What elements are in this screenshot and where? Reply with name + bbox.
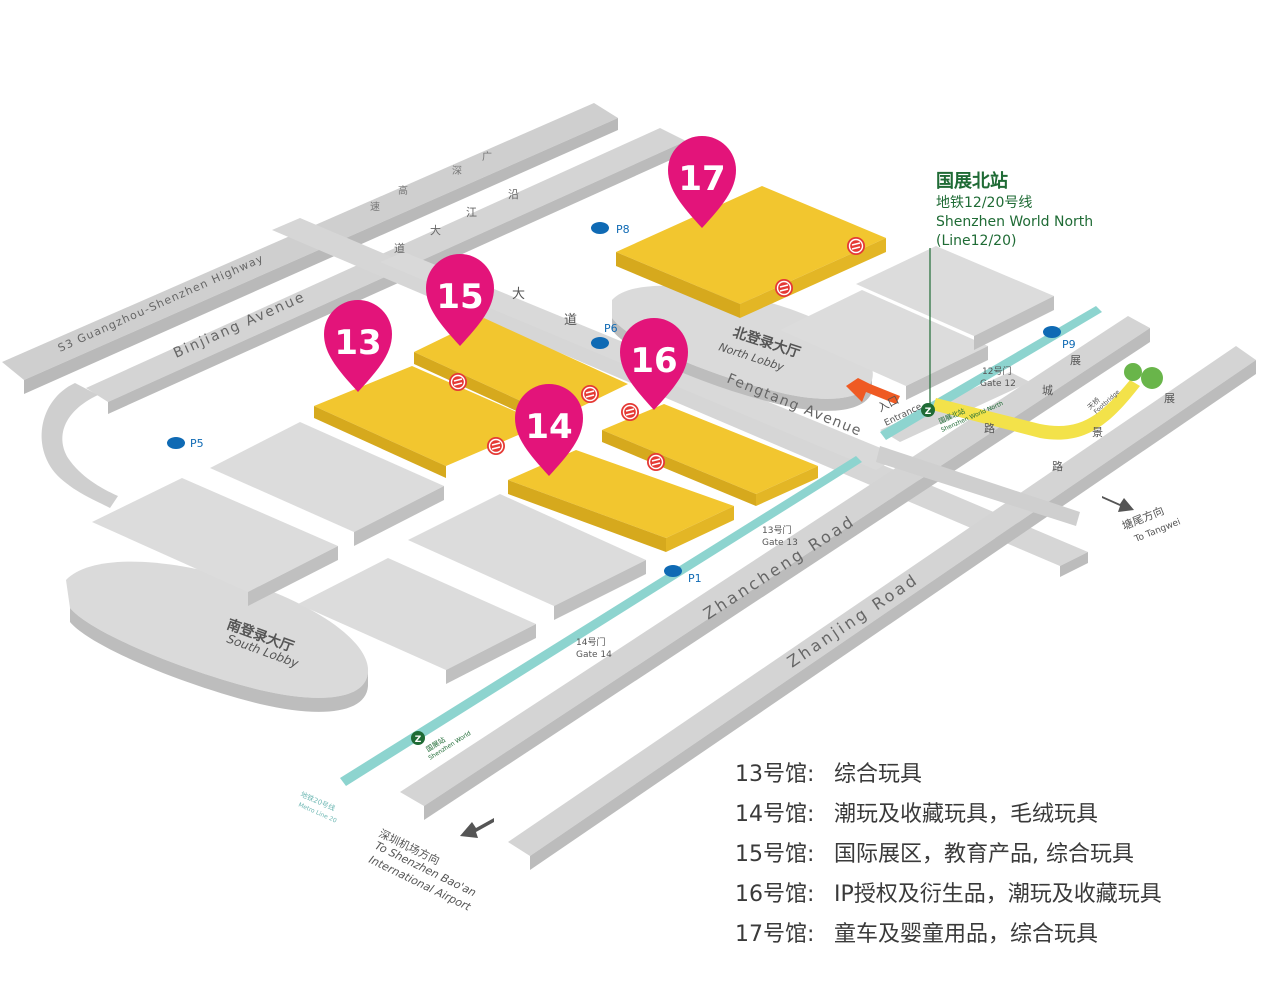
buildings <box>66 246 1054 712</box>
pin-hall-17[interactable]: 17 <box>668 136 736 228</box>
highway-cn-char: 深 <box>452 165 462 177</box>
parking-p1[interactable]: P1 <box>664 565 702 585</box>
svg-text:P1: P1 <box>688 572 702 585</box>
svg-text:14: 14 <box>525 407 572 447</box>
zhanjing-cn-char: 展 <box>1164 392 1175 405</box>
legend-hall-number: 13号馆: <box>735 762 815 787</box>
south-lobby <box>66 561 369 712</box>
road-zhanjing <box>508 346 1256 870</box>
gate-13-cn: 13号门 <box>762 524 791 536</box>
arrow-left-icon <box>460 818 494 838</box>
pin-hall-15[interactable]: 15 <box>426 254 494 346</box>
zhanjing-cn-char: 路 <box>1052 460 1063 473</box>
zhancheng-cn-char: 城 <box>1042 384 1053 397</box>
gate-13-en: Gate 13 <box>762 538 798 548</box>
avenue-cn-char: 大 <box>430 223 441 237</box>
gate-12-en: Gate 12 <box>980 379 1016 389</box>
legend-row-hall-15: 15号馆: 国际展区，教育产品, 综合玩具 <box>735 835 1162 875</box>
legend-hall-desc: 童车及婴童用品，综合玩具 <box>834 922 1099 947</box>
svg-text:P8: P8 <box>616 223 630 236</box>
escalator-icon <box>448 372 468 392</box>
escalator-icon <box>646 452 666 472</box>
direction-tangwei: 塘尾方向 To Tangwei <box>1102 496 1182 545</box>
escalator-icon <box>846 236 866 256</box>
highway-cn-char: 高 <box>398 184 408 197</box>
parking-p6[interactable]: P6 <box>591 322 618 349</box>
avenue-cn-char: 沿 <box>508 188 519 201</box>
gate-12-cn: 12号门 <box>982 365 1011 377</box>
escalator-icon <box>580 384 600 404</box>
fengtang-cn-char: 道 <box>564 313 577 328</box>
gate-14-en: Gate 14 <box>576 650 612 660</box>
parking-p8[interactable]: P8 <box>591 222 630 236</box>
hall-17-block <box>616 186 886 318</box>
highway-cn-char: 速 <box>370 201 380 213</box>
legend-row-hall-16: 16号馆: IP授权及衍生品，潮玩及收藏玩具 <box>735 875 1162 915</box>
road-zhancheng <box>400 316 1150 820</box>
highway-cn-char: 广 <box>482 151 492 163</box>
entrance-arrow-icon <box>846 378 900 404</box>
legend-hall-desc: 潮玩及收藏玩具，毛绒玩具 <box>834 802 1099 827</box>
legend-hall-number: 15号馆: <box>735 842 815 867</box>
legend-hall-desc: 综合玩具 <box>834 762 923 787</box>
metro-station-north-icon: Z <box>921 403 935 417</box>
svg-text:16: 16 <box>630 341 677 381</box>
hall-legend: 13号馆: 综合玩具 14号馆: 潮玩及收藏玩具，毛绒玩具 15号馆: 国际展区… <box>735 755 1162 955</box>
svg-text:17: 17 <box>678 159 725 199</box>
arrow-right-icon <box>1102 496 1134 512</box>
legend-hall-desc: 国际展区，教育产品, 综合玩具 <box>834 842 1134 867</box>
grey-halls <box>92 246 1054 684</box>
station-line-cn: 地铁12/20号线 <box>936 195 1033 211</box>
featured-halls <box>314 186 886 552</box>
svg-text:13: 13 <box>334 323 381 363</box>
legend-hall-number: 16号馆: <box>735 882 815 907</box>
zhanjing-road-label: Zhanjing Road <box>784 569 923 671</box>
legend-row-hall-14: 14号馆: 潮玩及收藏玩具，毛绒玩具 <box>735 795 1162 835</box>
fengtang-cn-char: 大 <box>512 287 525 302</box>
legend-hall-number: 14号馆: <box>735 802 815 827</box>
pin-hall-14[interactable]: 14 <box>515 384 583 476</box>
hall-14-block <box>508 450 734 552</box>
station-name-en: Shenzhen World North <box>936 214 1094 230</box>
hall-pins: 17 15 13 16 14 <box>324 136 736 476</box>
station-name-cn: 国展北站 <box>936 171 1008 192</box>
legend-hall-number: 17号馆: <box>735 922 815 947</box>
zhancheng-cn-char: 路 <box>984 422 995 435</box>
hall-13-block <box>314 366 544 478</box>
north-lobby <box>612 285 873 411</box>
pin-hall-16[interactable]: 16 <box>620 318 688 410</box>
station-north-info: 国展北站 地铁12/20号线 Shenzhen World North (Lin… <box>936 170 1093 251</box>
avenue-cn-char: 道 <box>394 241 405 255</box>
svg-text:P9: P9 <box>1062 338 1076 351</box>
svg-text:15: 15 <box>436 277 483 317</box>
station-line-en: (Line12/20) <box>936 233 1017 249</box>
escalator-icon <box>774 278 794 298</box>
escalator-icon <box>620 402 640 422</box>
parking-p5[interactable]: P5 <box>167 437 204 450</box>
gate-14-cn: 14号门 <box>576 636 605 648</box>
direction-airport: 深圳机场方向 To Shenzhen Bao'an International … <box>367 818 494 914</box>
svg-text:Z: Z <box>925 407 932 417</box>
gate-labels: 12号门 Gate 12 13号门 Gate 13 14号门 Gate 14 <box>576 365 1016 660</box>
legend-row-hall-17: 17号馆: 童车及婴童用品，综合玩具 <box>735 915 1162 955</box>
escalator-icon <box>486 436 506 456</box>
legend-hall-desc: IP授权及衍生品，潮玩及收藏玩具 <box>834 882 1162 907</box>
hall-16-block <box>602 404 818 506</box>
svg-text:Z: Z <box>415 735 422 745</box>
svg-text:P5: P5 <box>190 437 204 450</box>
legend-row-hall-13: 13号馆: 综合玩具 <box>735 755 1162 795</box>
footbridge <box>932 363 1163 440</box>
parking-markers: P8 P6 P5 P9 P1 <box>167 222 1076 585</box>
zhancheng-cn-char: 展 <box>1070 354 1081 367</box>
avenue-cn-char: 江 <box>466 206 477 219</box>
zhanjing-cn-char: 景 <box>1092 426 1103 439</box>
pin-hall-13[interactable]: 13 <box>324 300 392 392</box>
parking-p9[interactable]: P9 <box>1043 326 1076 351</box>
road-ramp <box>41 383 118 508</box>
svg-text:P6: P6 <box>604 322 618 335</box>
metro-station-south-icon: Z <box>411 731 425 745</box>
